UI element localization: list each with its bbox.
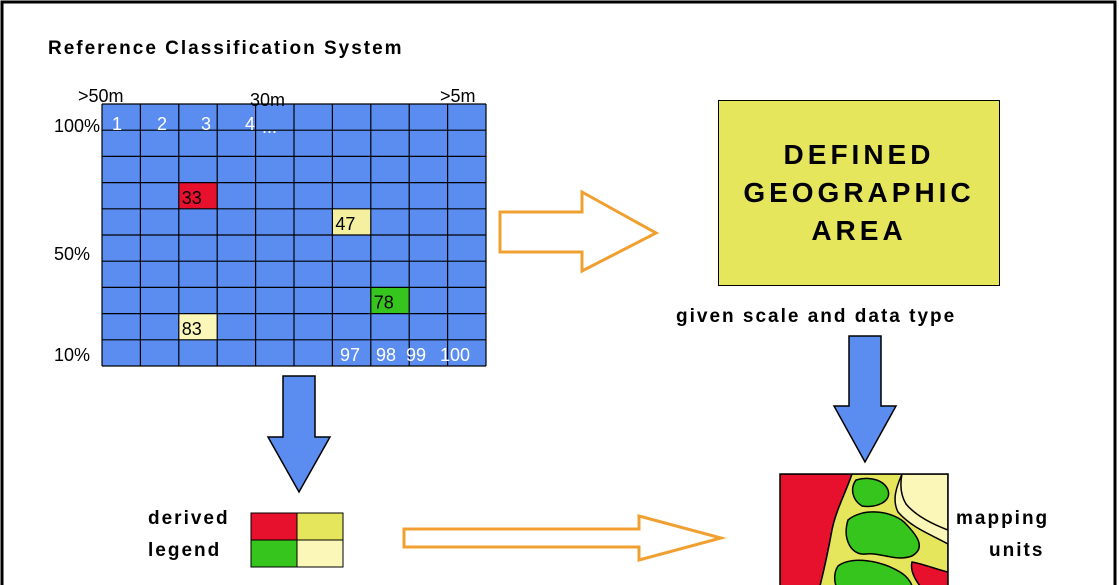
legend-swatch-red: [250, 512, 298, 541]
highlighted-cell-label-47: 47: [335, 214, 355, 234]
col-label-left: >50m: [78, 86, 124, 106]
highlighted-cell-83: [178, 313, 218, 340]
cell-number-99: 99: [406, 345, 427, 365]
col-label-right: >5m: [440, 86, 476, 106]
legend-label-line1: derived: [148, 508, 230, 529]
area-caption: given scale and data type: [676, 306, 957, 327]
area-line-2: GEOGRAPHIC: [743, 177, 975, 208]
highlighted-cell-47: [332, 208, 371, 235]
arrow-to-legend: [266, 375, 332, 494]
defined-geographic-area-box: DEFINED GEOGRAPHIC AREA: [718, 100, 1000, 286]
col-label-mid: 30m: [250, 90, 286, 110]
highlighted-cell-label-78: 78: [374, 293, 394, 313]
row-label-mid: 50%: [54, 244, 91, 264]
map-label-line2: units: [989, 540, 1045, 561]
row-label-bottom: 10%: [54, 345, 91, 365]
highlighted-cell-label-83: 83: [182, 319, 202, 339]
cell-number-98: 98: [376, 345, 397, 365]
legend-label-line2: legend: [148, 540, 222, 561]
diagram-title: Reference Classification System: [48, 38, 404, 59]
cell-number-100: 100: [440, 345, 471, 365]
highlighted-cell-78: [370, 287, 410, 314]
cell-number-2: 2: [157, 114, 168, 134]
cell-number-3: 3: [201, 114, 212, 134]
area-line-3: AREA: [811, 215, 907, 246]
legend-swatch-green: [250, 539, 298, 568]
cell-number-97: 97: [340, 345, 361, 365]
mapping-units-map: [779, 473, 949, 585]
cell-number-4: 4: [245, 114, 256, 134]
legend-swatch-yellow: [296, 512, 344, 541]
highlighted-cell-33: [178, 182, 218, 209]
derived-legend-swatches: [250, 512, 344, 568]
map-label-line1: mapping: [956, 508, 1050, 529]
cell-number-1: 1: [112, 114, 123, 134]
arrow-to-map: [832, 335, 898, 464]
classification-grid: 33 47 78 83: [101, 103, 487, 367]
arrow-legend-to-map: [402, 514, 727, 562]
area-line-1: DEFINED: [783, 139, 935, 170]
legend-swatch-cream: [296, 539, 344, 568]
arrow-to-area: [498, 189, 660, 274]
highlighted-cell-label-33: 33: [182, 188, 202, 208]
row-label-top: 100%: [54, 116, 101, 136]
cell-number-ellipsis: ...: [262, 117, 278, 137]
